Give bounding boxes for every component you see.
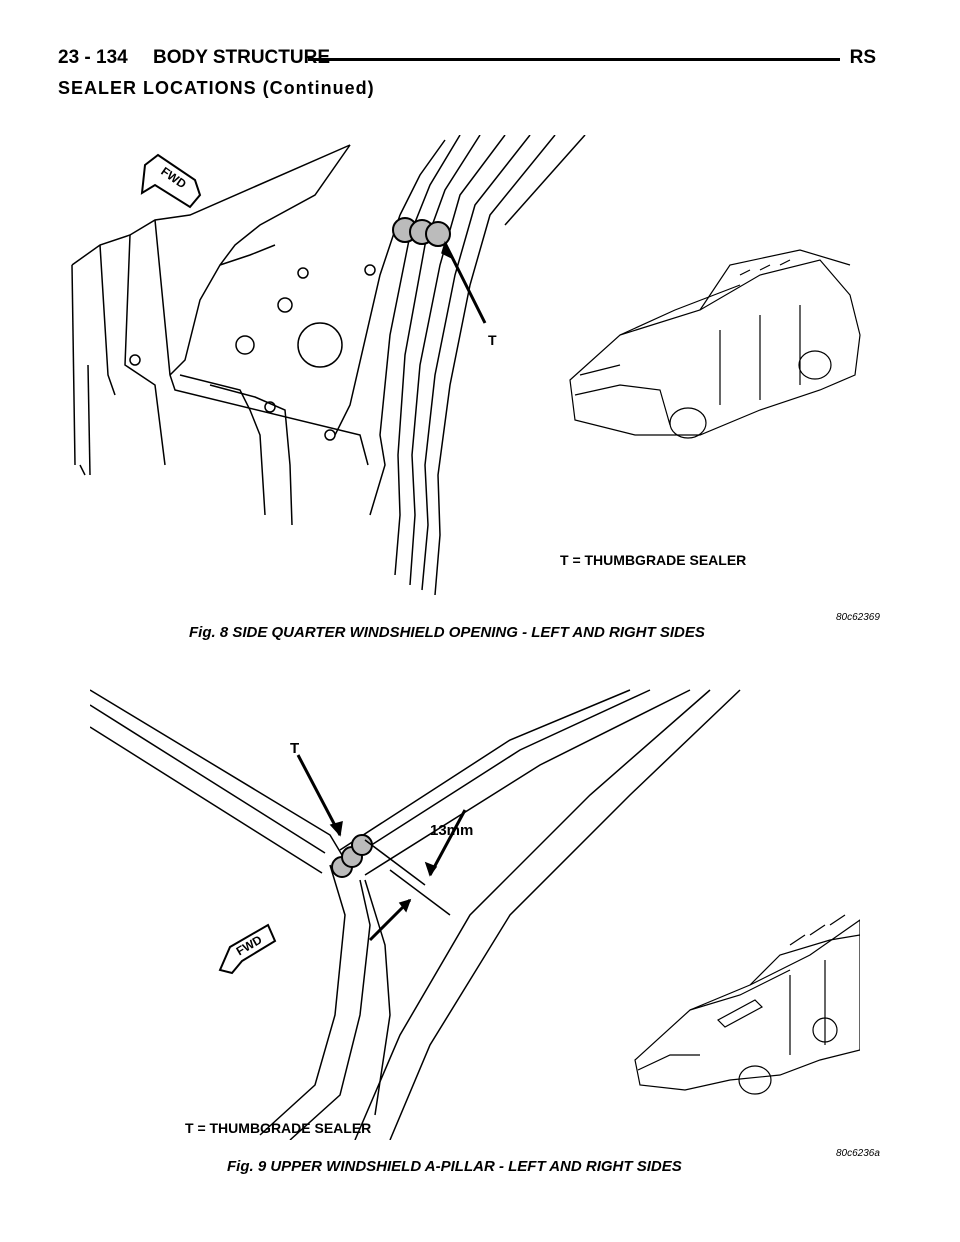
callout-t: T bbox=[488, 332, 497, 348]
subheader: SEALER LOCATIONS (Continued) bbox=[58, 78, 375, 98]
figure-8-illustration: FWD bbox=[60, 135, 900, 605]
fwd-arrow-icon: FWD bbox=[218, 923, 277, 975]
minivan-inset-icon bbox=[569, 249, 861, 439]
figure-caption: Fig. 9 UPPER WINDSHIELD A-PILLAR - LEFT … bbox=[227, 1158, 682, 1175]
page-number: 23 - 134 bbox=[58, 47, 128, 68]
legend: T = THUMBGRADE SEALER bbox=[560, 552, 746, 568]
figure-9-illustration: 13mm T FWD T = THUMBGRADE SEALER bbox=[90, 685, 860, 1140]
legend: T = THUMBGRADE SEALER bbox=[185, 1120, 371, 1136]
fwd-arrow-icon: FWD bbox=[140, 153, 202, 209]
dimension-label: 13mm bbox=[430, 822, 473, 839]
vehicle-code: RS bbox=[849, 47, 876, 68]
sealer-bead bbox=[392, 217, 451, 247]
figure-caption: Fig. 8 SIDE QUARTER WINDSHIELD OPENING -… bbox=[189, 624, 705, 641]
section-title: BODY STRUCTURE bbox=[153, 47, 330, 68]
image-code: 80c62369 bbox=[836, 612, 880, 623]
image-code: 80c6236a bbox=[836, 1148, 880, 1159]
header-rule bbox=[308, 58, 840, 61]
callout-t: T bbox=[290, 740, 299, 757]
page-header: 23 - 134 BODY STRUCTURE RS bbox=[58, 47, 876, 73]
sealer-bead bbox=[331, 834, 373, 878]
minivan-inset-icon bbox=[634, 914, 860, 1095]
